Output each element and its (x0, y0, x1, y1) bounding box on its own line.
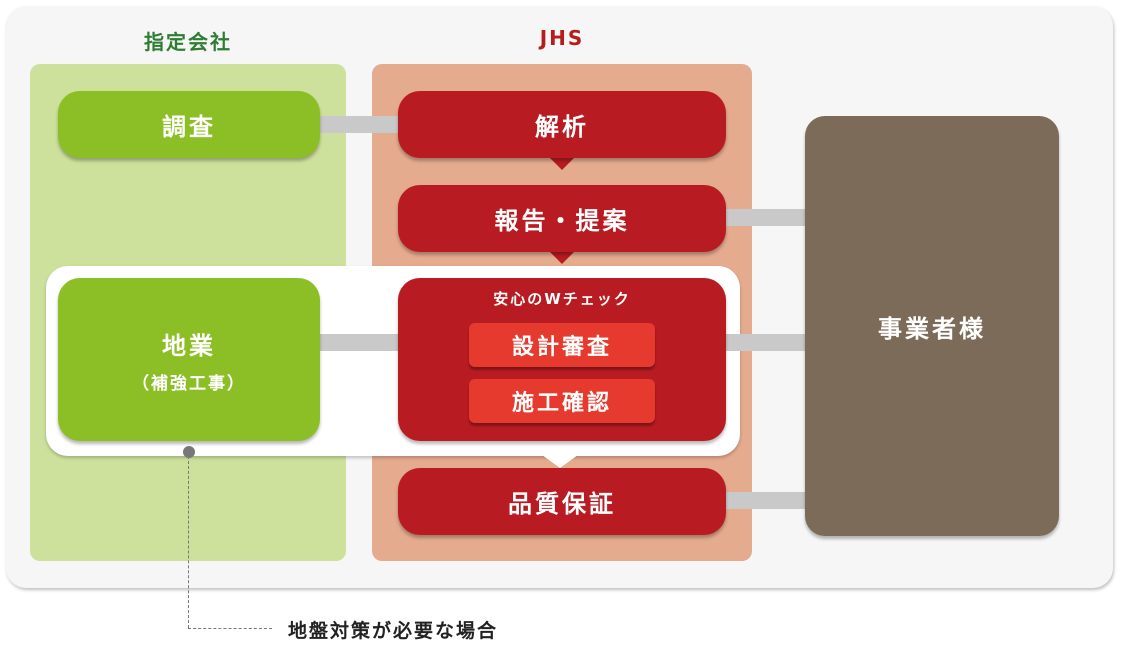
arrow-houkoku-down (548, 250, 576, 264)
connector-check-client (724, 334, 808, 351)
design-review-box: 設計審査 (469, 323, 655, 367)
box-client: 事業者様 (805, 116, 1059, 536)
ground-countermeasure-note: 地盤対策が必要な場合 (288, 620, 499, 642)
designated-company-header: 指定会社 (144, 30, 232, 54)
ground-work-label: 地業 (162, 331, 216, 360)
note-anchor-dot (183, 446, 195, 458)
box-ground-work: 地業 （補強工事） (58, 278, 320, 441)
double-check-label: 安心のWチェック (493, 290, 631, 308)
box-double-check: 安心のWチェック 設計審査 施工確認 (398, 278, 726, 441)
box-analysis: 解析 (398, 91, 726, 158)
note-leader-horizontal (188, 628, 272, 629)
connector-hinshitsu-client (724, 492, 808, 509)
construction-check-box: 施工確認 (469, 379, 655, 423)
connector-chousa-kaiseki (318, 116, 402, 133)
jhs-header: JHS (539, 26, 585, 50)
ground-work-sublabel: （補強工事） (132, 373, 246, 394)
box-quality-guarantee: 品質保証 (398, 468, 726, 535)
box-survey: 調査 (58, 91, 320, 158)
arrow-kaiseki-down (548, 156, 576, 170)
band-pointer (538, 452, 582, 468)
connector-houkoku-client (724, 209, 808, 226)
box-report-proposal: 報告・提案 (398, 185, 726, 252)
note-leader-vertical (188, 456, 189, 628)
connector-jigyou-check (318, 334, 402, 351)
